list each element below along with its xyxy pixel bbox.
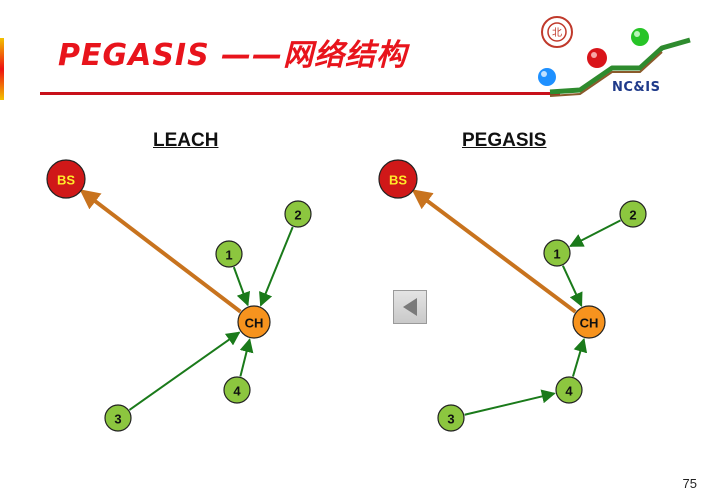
leach-node-1: 1: [215, 240, 243, 268]
leach-node-bs-circle: [46, 159, 86, 199]
previous-slide-button[interactable]: [393, 290, 427, 324]
pegasis-node-bs: BS: [378, 159, 418, 199]
leach-node-3-label: 3: [114, 412, 121, 427]
pegasis-node-2: 2: [619, 200, 647, 228]
leach-node-ch: CH: [237, 305, 271, 339]
leach-edge-3-to-ch: [128, 331, 241, 411]
leach-node-1-circle: [215, 240, 243, 268]
leach-edge-1-to-ch: [232, 266, 251, 307]
pegasis-node-3-circle: [437, 404, 465, 432]
side-accent-bar: [0, 38, 4, 100]
pegasis-node-ch: CH: [572, 305, 606, 339]
svg-text:北: 北: [552, 27, 562, 39]
leach-node-4: 4: [223, 376, 251, 404]
leach-node-bs-label: BS: [57, 173, 75, 188]
leach-edge-4-to-ch: [239, 338, 254, 377]
logo-seal-icon: [541, 16, 573, 48]
pegasis-node-3-label: 3: [447, 412, 454, 427]
pegasis-node-bs-label: BS: [389, 173, 407, 188]
leach-edge-ch-to-bs: [79, 189, 242, 314]
leach-heading: LEACH: [153, 130, 219, 151]
leach-node-2-circle: [284, 200, 312, 228]
pegasis-node-1-label: 1: [553, 247, 560, 262]
logo-graphic: 北: [538, 16, 691, 97]
title-underline: [40, 92, 560, 95]
leach-node-bs: BS: [46, 159, 86, 199]
pegasis-node-ch-circle: [572, 305, 606, 339]
leach-node-3: 3: [104, 404, 132, 432]
slide-title: PEGASIS ——网络结构: [58, 38, 408, 73]
leach-node-2: 2: [284, 200, 312, 228]
leach-node-4-circle: [223, 376, 251, 404]
pegasis-node-2-circle: [619, 200, 647, 228]
pegasis-edge-2-to-1: [569, 219, 622, 248]
pegasis-node-3: 3: [437, 404, 465, 432]
leach-node-3-circle: [104, 404, 132, 432]
pegasis-node-1: 1: [543, 239, 571, 267]
pegasis-node-bs-circle: [378, 159, 418, 199]
pegasis-node-4-label: 4: [565, 384, 573, 399]
leach-node-ch-circle: [237, 305, 271, 339]
pegasis-node-ch-label: CH: [580, 316, 599, 331]
logo-text: NC&IS: [612, 80, 661, 95]
pegasis-node-4-circle: [555, 376, 583, 404]
pegasis-edge-ch-to-bs: [411, 189, 577, 314]
logo-zigzag-icon: [549, 37, 691, 95]
pegasis-node-1-circle: [543, 239, 571, 267]
leach-node-ch-label: CH: [245, 316, 264, 331]
leach-node-1-label: 1: [225, 248, 232, 263]
pegasis-edge-1-to-ch: [561, 265, 583, 307]
leach-edge-2-to-ch: [259, 226, 294, 307]
triangle-left-icon: [403, 298, 417, 316]
pegasis-edge-3-to-4: [464, 389, 556, 416]
leach-node-4-label: 4: [233, 384, 241, 399]
pegasis-heading: PEGASIS: [462, 130, 547, 151]
pegasis-edge-4-to-ch: [571, 337, 588, 377]
leach-node-2-label: 2: [294, 208, 301, 223]
pegasis-node-2-label: 2: [629, 208, 636, 223]
pegasis-node-4: 4: [555, 376, 583, 404]
page-number: 75: [682, 476, 697, 491]
